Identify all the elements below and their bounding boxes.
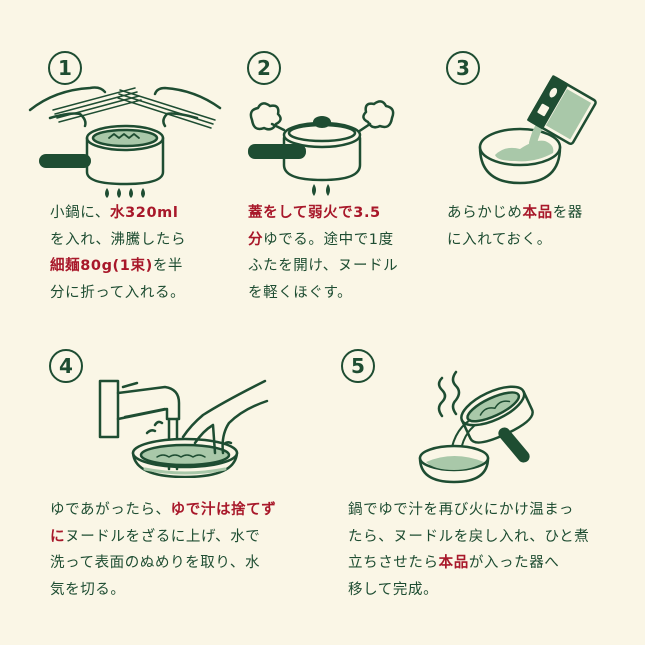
text-segment: 小鍋に、 [50,205,110,221]
desc-line-4: 分に折って入れる。 [50,280,186,307]
text-segment: が入った器へ [468,555,560,571]
text-segment: 移して完成。 [348,581,439,598]
packet-pour-bowl-icon [478,75,597,185]
desc-line-1: あらかじめ本品を器 [447,200,583,227]
step-description: 蓋をして弱火で3.5 分ゆでる。途中で1度 ふたを開け、ヌードル を軽くほぐす。 [248,200,398,306]
desc-line-2: に入れておく。 [447,227,583,254]
pour-pot-into-bowl-icon [418,370,534,484]
step-number-badge: 3 [446,51,480,85]
step-number-badge: 5 [341,349,375,383]
faucet-colander-icon [98,379,269,478]
highlight-text: 本品 [522,205,553,221]
step-description: あらかじめ本品を器 に入れておく。 [447,200,583,253]
desc-line-1: 鍋でゆで汁を再び火にかけ温まっ [348,497,589,524]
desc-line-2: にヌードルをざるに上げ、水で [50,524,276,551]
highlight-text: 細麺80g(1束) [50,258,153,274]
desc-line-3: 立ちさせたら本品が入った器へ [348,550,589,577]
desc-line-2: 分ゆでる。途中で1度 [248,227,398,254]
text-segment: ゆでる。途中で1度 [263,231,394,248]
highlight-text: 分 [248,231,264,248]
highlight-text: 本品 [438,555,469,571]
desc-line-2: たら、ヌードルを戻し入れ、ひと煮 [348,524,589,551]
text-segment: 立ちさせたら [348,555,439,571]
step-number-badge: 2 [247,51,281,85]
text-segment: を軽くほぐす。 [248,284,353,301]
text-segment: に入れておく。 [447,231,552,248]
highlight-text: ゆで汁は捨てず [170,502,277,518]
text-segment: 洗って表面のぬめりを取り、水 [50,555,261,571]
desc-line-1: ゆであがったら、ゆで汁は捨てず [50,497,276,524]
text-segment: を入れ、沸騰したら [50,231,187,248]
desc-line-4: を軽くほぐす。 [248,280,398,307]
text-segment: を器 [552,205,583,221]
text-segment: たら、ヌードルを戻し入れ、ひと煮 [348,528,590,545]
step-number-badge: 4 [49,349,83,383]
text-segment: 分に折って入れる。 [50,284,186,301]
highlight-text: に [50,528,66,545]
text-segment: ヌードルをざるに上げ、水で [65,528,261,545]
text-segment: ふたを開け、ヌードル [248,258,399,274]
step-description: 小鍋に、水320ml を入れ、沸騰したら 細麺80g(1束)を半 分に折って入れ… [50,200,186,306]
text-segment: 気を切る。 [50,581,126,598]
text-segment: ゆであがったら、 [50,502,171,518]
desc-line-3: 細麺80g(1束)を半 [50,253,186,280]
step-description: ゆであがったら、ゆで汁は捨てず にヌードルをざるに上げ、水で 洗って表面のぬめり… [50,497,276,603]
highlight-text: 水320ml [109,205,179,221]
desc-line-3: ふたを開け、ヌードル [248,253,398,280]
text-segment: を半 [152,258,184,274]
desc-line-1: 小鍋に、水320ml [50,200,186,227]
pot-with-noodles-icon [28,86,222,198]
desc-line-4: 移して完成。 [348,577,589,604]
desc-line-4: 気を切る。 [50,577,276,604]
desc-line-3: 洗って表面のぬめりを取り、水 [50,550,276,577]
text-segment: あらかじめ [447,205,523,221]
desc-line-2: を入れ、沸騰したら [50,227,186,254]
step-description: 鍋でゆで汁を再び火にかけ温まっ たら、ヌードルを戻し入れ、ひと煮 立ちさせたら本… [348,497,589,603]
text-segment: 鍋でゆで汁を再び火にかけ温まっ [348,502,574,518]
highlight-text: 蓋をして弱火で3.5 [248,205,381,221]
covered-pot-icon [248,100,395,196]
desc-line-1: 蓋をして弱火で3.5 [248,200,398,227]
step-number-badge: 1 [48,51,82,85]
